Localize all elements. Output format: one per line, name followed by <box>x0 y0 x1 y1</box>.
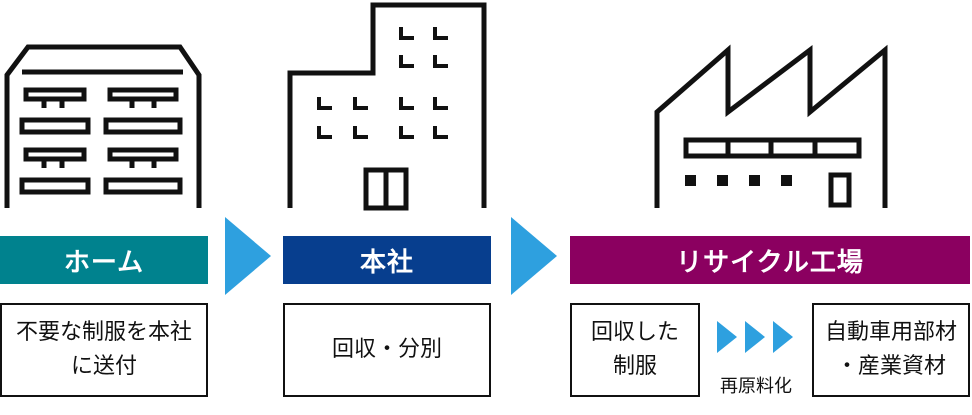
process-label: 再原料化 <box>720 376 792 397</box>
step-hq-description: 回収・分別 <box>283 303 491 397</box>
step-factory-label: リサイクル工場 <box>570 236 970 284</box>
description-line: に送付 <box>70 354 137 379</box>
factory-input-box: 回収した 制服 <box>570 303 700 397</box>
step-home-label: ホーム <box>0 236 208 284</box>
process-arrow <box>773 321 793 353</box>
process-arrow <box>717 321 737 353</box>
process-arrow <box>745 321 765 353</box>
step-hq-label: 本社 <box>283 236 491 284</box>
description-line: 回収・分別 <box>331 337 442 362</box>
home-building-icon <box>4 44 202 208</box>
factory-icon <box>654 44 888 208</box>
flow-arrow-1 <box>225 217 271 295</box>
office-building-icon <box>287 2 487 211</box>
flow-arrow-2 <box>511 217 557 295</box>
step-home-description: 不要な制服を本社 に送付 <box>0 303 208 397</box>
description-line: 不要な制服を本社 <box>15 320 192 345</box>
description-line: ・産業資材 <box>835 354 946 379</box>
description-line: 自動車用部材 <box>824 320 957 345</box>
description-line: 制服 <box>612 354 657 379</box>
factory-output-box: 自動車用部材 ・産業資材 <box>812 303 970 397</box>
description-line: 回収した <box>590 320 679 345</box>
